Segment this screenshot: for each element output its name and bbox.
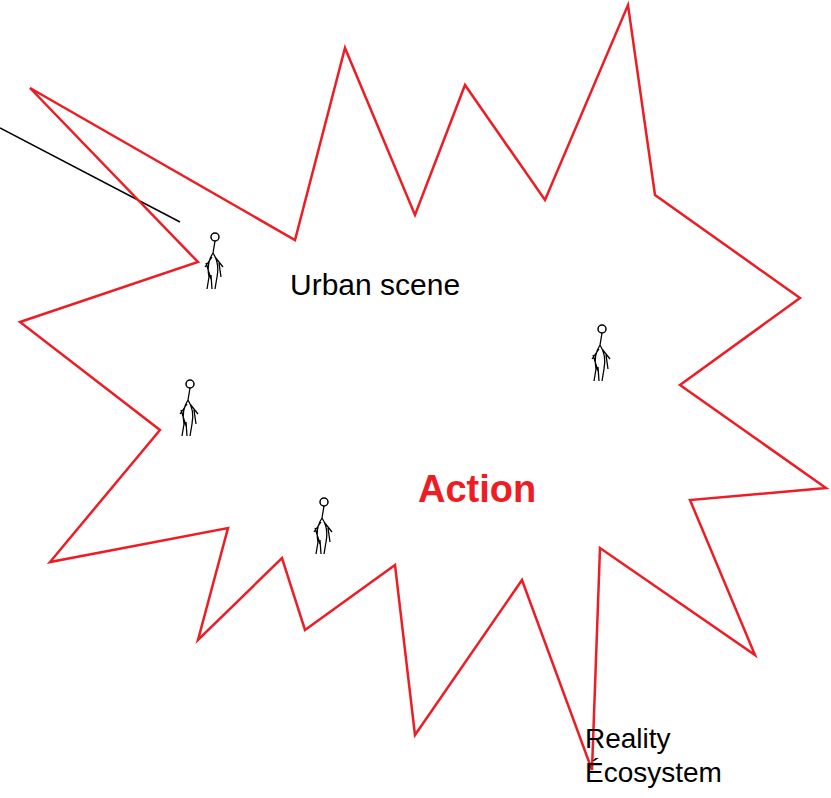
action-word: Action xyxy=(418,468,536,511)
stick-figure xyxy=(314,498,332,554)
note-label: Reality Écosystem xyxy=(585,722,760,789)
scene-title: Urban scene xyxy=(290,268,460,302)
stick-figure xyxy=(205,233,223,289)
leader-line xyxy=(0,128,180,222)
stick-figure xyxy=(592,325,610,381)
stick-figure xyxy=(180,380,198,436)
starburst-line xyxy=(20,5,826,770)
